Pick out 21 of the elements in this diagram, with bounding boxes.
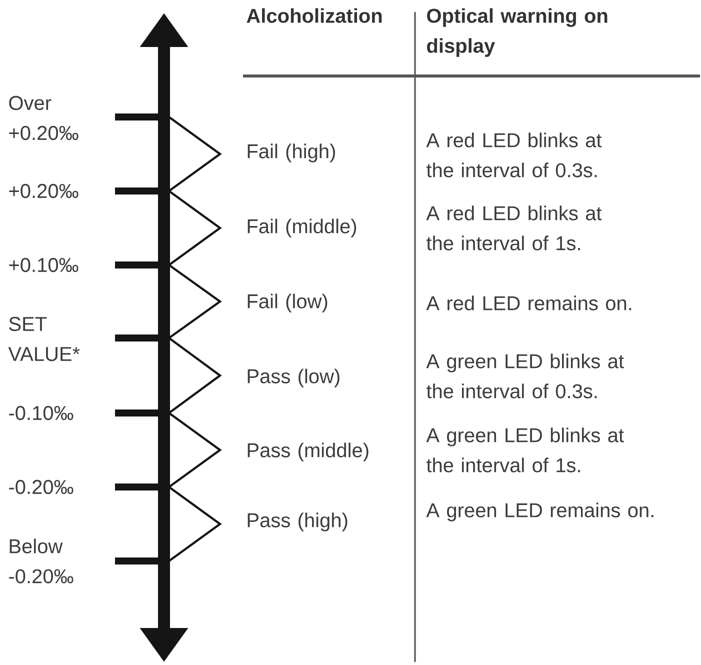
scale-label: -0.20‰	[9, 480, 74, 494]
scale-label: Below -0.20‰	[9, 538, 74, 584]
warning-text: A red LED blinks at the interval of 0.3s.	[426, 132, 602, 178]
warning-text: A green LED blinks at the interval of 1s.	[426, 428, 624, 472]
warning-text: A red LED remains on.	[426, 296, 632, 310]
scale-label: -0.10‰	[9, 406, 74, 420]
status-label: Fail (middle)	[248, 218, 356, 238]
scale-label: Over +0.20‰	[9, 96, 78, 140]
status-label: Fail (high)	[248, 144, 335, 162]
scale-label: +0.10‰	[9, 258, 78, 272]
status-label: Pass (high)	[248, 512, 348, 532]
scale-label: +0.20‰	[9, 184, 78, 198]
status-label: Pass (middle)	[248, 442, 368, 462]
warning-text: A red LED blinks at the interval of 1s.	[426, 206, 602, 250]
status-label: Pass (low)	[248, 368, 340, 388]
scale-label: SET VALUE*	[8, 316, 80, 362]
column-header: Alcoholization	[246, 8, 382, 23]
warning-text: A green LED remains on.	[426, 502, 654, 522]
status-label: Fail (low)	[248, 294, 328, 312]
warning-text: A green LED blinks at the interval of 0.3s.	[426, 354, 624, 398]
column-header: Optical warning on display	[427, 8, 608, 57]
